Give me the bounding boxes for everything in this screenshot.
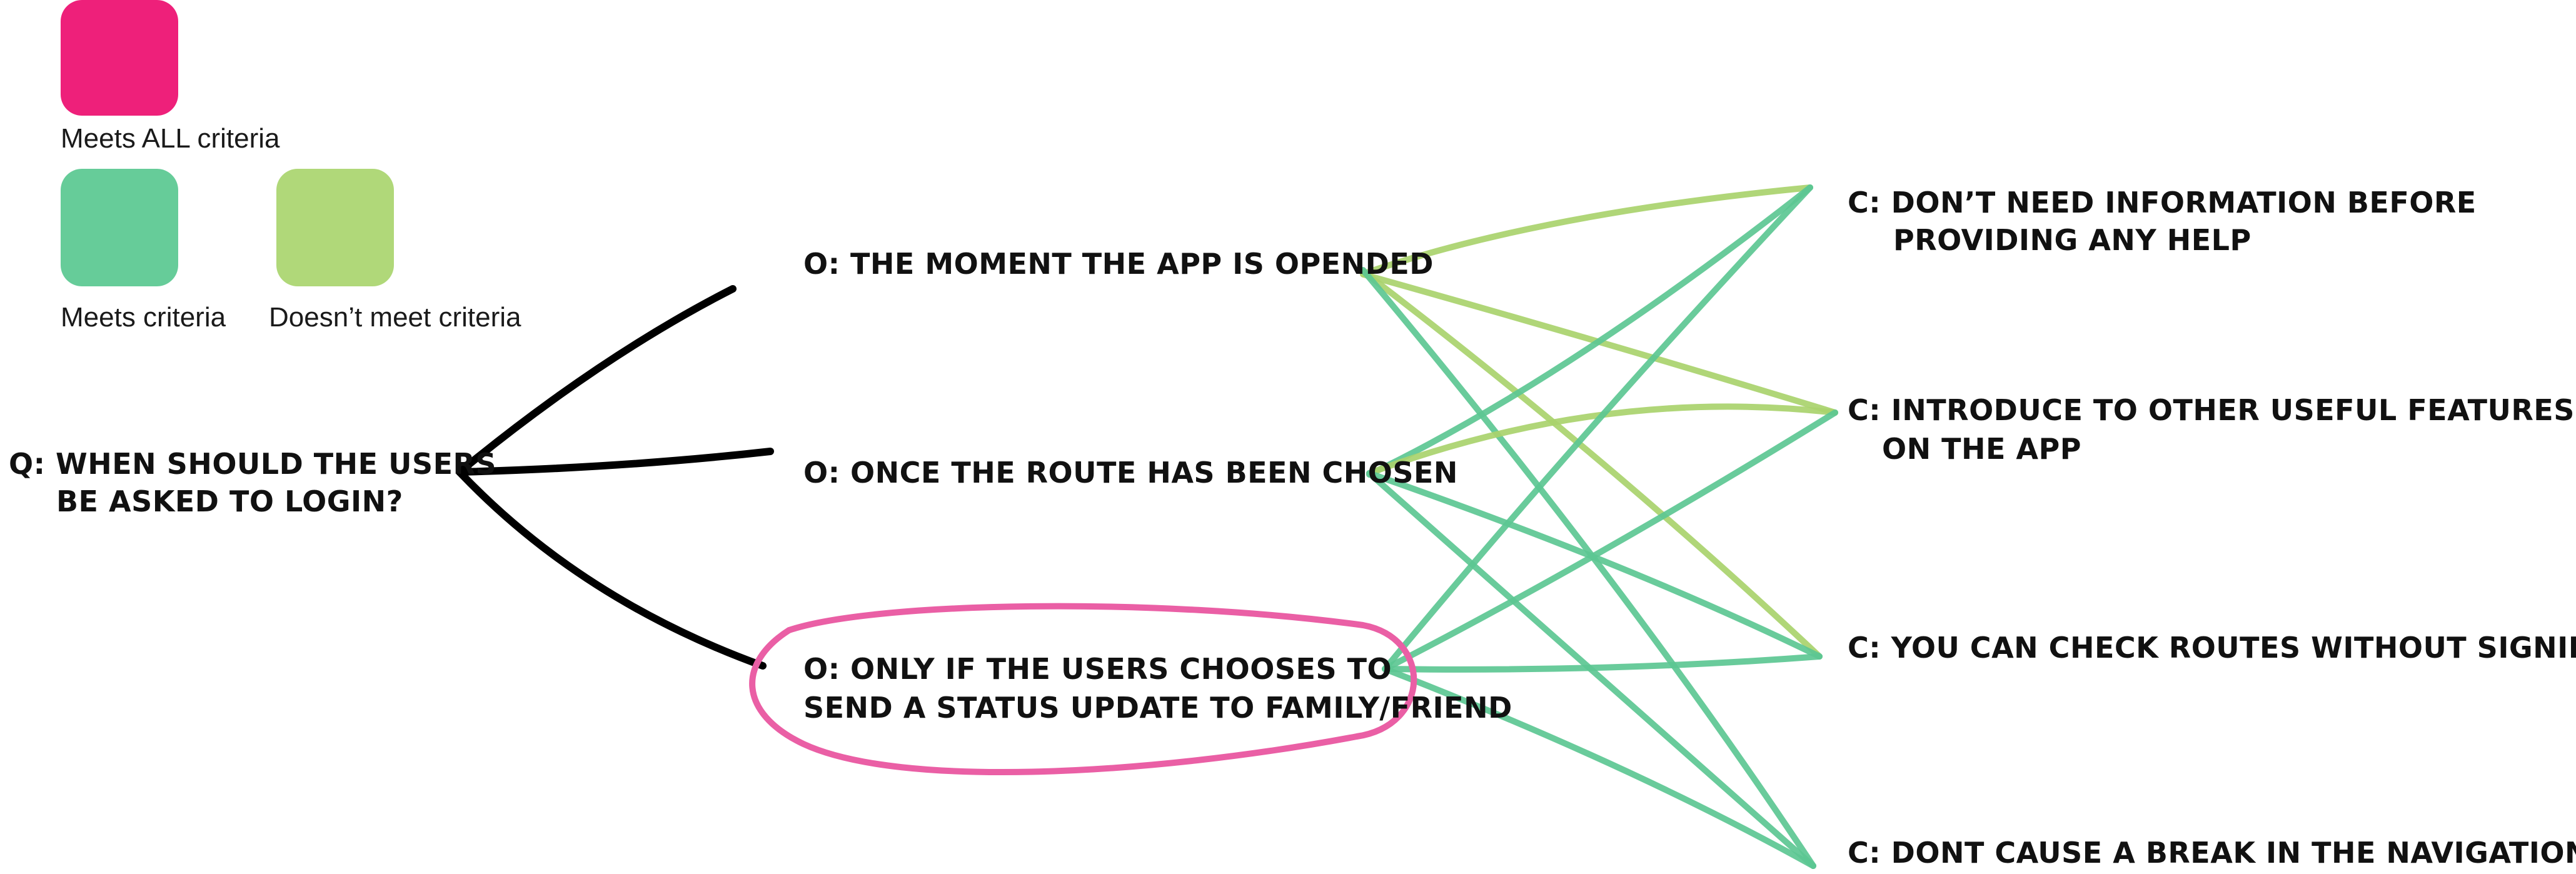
option-1-line-1: O: THE MOMENT THE APP IS OPENDED: [803, 247, 1434, 281]
criterion-3-line-1: C: YOU CAN CHECK ROUTES WITHOUT SIGNING …: [1848, 631, 2576, 665]
option-3-line-1: O: ONLY IF THE USERS CHOOSES TO: [803, 652, 1392, 686]
legend-swatch-not-meet-criteria: [276, 169, 394, 286]
legend-label-meets-criteria: Meets criteria: [61, 302, 226, 333]
connection-option-2-criterion-4: [1366, 470, 1816, 869]
connections: [1360, 184, 1838, 869]
connection-option-3-criterion-3: [1382, 653, 1823, 673]
options: O: THE MOMENT THE APP IS OPENDED O: ONCE…: [803, 247, 1512, 725]
legend: Meets ALL criteria Meets criteria Doesn’…: [61, 0, 521, 333]
branch-to-option-1: [456, 285, 737, 476]
legend-swatch-all-criteria: [61, 0, 178, 116]
legend-swatch-meets-criteria: [61, 169, 178, 286]
criterion-2-line-1: C: INTRODUCE TO OTHER USEFUL FEATURES: [1848, 393, 2575, 427]
connection-option-1-criterion-1: [1360, 184, 1813, 277]
question-branches: [456, 285, 774, 670]
connection-option-3-criterion-4: [1382, 666, 1816, 869]
criterion-1-line-1: C: DON’T NEED INFORMATION BEFORE: [1848, 186, 2477, 219]
connection-option-2-criterion-3: [1366, 470, 1823, 660]
criteria: C: DON’T NEED INFORMATION BEFORE PROVIDI…: [1848, 186, 2576, 870]
criterion-1-line-2: PROVIDING ANY HELP: [1893, 223, 2251, 257]
branch-to-option-3: [456, 468, 767, 670]
criterion-2-line-2: ON THE APP: [1882, 432, 2081, 466]
connection-option-1-criterion-3: [1360, 268, 1823, 660]
connection-option-3-criterion-2: [1382, 409, 1838, 672]
connection-option-3-criterion-1: [1382, 184, 1813, 672]
option-3-line-2: SEND A STATUS UPDATE TO FAMILY/FRIEND: [803, 691, 1512, 725]
question-line-2: BE ASKED TO LOGIN?: [56, 485, 403, 518]
connection-option-2-criterion-1: [1366, 184, 1813, 478]
legend-label-not-meet-criteria: Doesn’t meet criteria: [269, 302, 521, 333]
highlight-ring: [749, 603, 1417, 776]
question-line-1: Q: WHEN SHOULD THE USERS: [9, 447, 496, 481]
question: Q: WHEN SHOULD THE USERS BE ASKED TO LOG…: [9, 447, 496, 518]
criterion-4-line-1: C: DONT CAUSE A BREAK IN THE NAVIGATION …: [1848, 836, 2576, 870]
option-2-line-1: O: ONCE THE ROUTE HAS BEEN CHOSEN: [803, 456, 1458, 490]
connection-option-1-criterion-2: [1360, 271, 1838, 416]
legend-label-all-criteria: Meets ALL criteria: [61, 123, 280, 154]
connection-option-1-criterion-4: [1360, 267, 1816, 869]
branch-to-option-2: [456, 448, 774, 476]
